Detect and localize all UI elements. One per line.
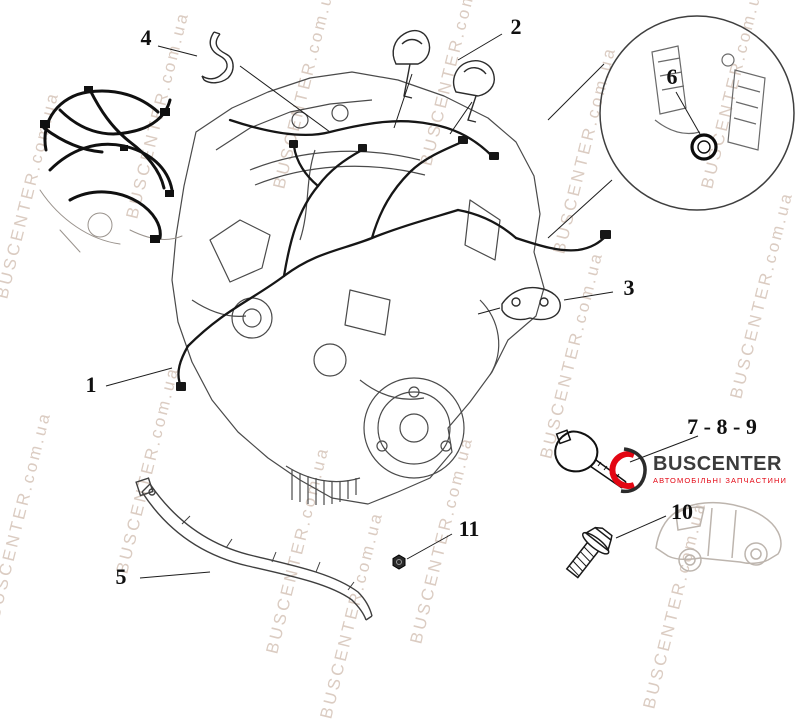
bracket-part-3 (501, 286, 561, 321)
van-sketch (655, 501, 782, 572)
callout-10: 10 (671, 499, 693, 524)
bolt-part (565, 526, 613, 579)
callout-5: 5 (115, 564, 127, 589)
parts-diagram-illustration (39, 15, 795, 621)
bracket-part-4 (201, 31, 234, 84)
buscenter-logo-mark (609, 447, 647, 494)
bottom-bracket-part-5 (135, 477, 373, 621)
connector-parts-2 (392, 29, 495, 123)
callout-6: 6 (666, 64, 678, 89)
logo-brand-text: BUSCENTER (653, 453, 782, 475)
nut-part (392, 554, 406, 570)
callout-3: 3 (623, 275, 635, 300)
harness-connectors (176, 136, 611, 391)
magnifier-detail-circle (599, 15, 795, 211)
buscenter-logo: BUSCENTER АВТОМОБІЛЬНІ ЗАПЧАСТИНИ (604, 445, 787, 495)
engine-illustration (171, 71, 545, 505)
wiring-harness-overlay (176, 118, 611, 391)
callout-7-8-9: 7 - 8 - 9 (687, 414, 757, 439)
leader-lines (105, 33, 701, 579)
logo-tagline: АВТОМОБІЛЬНІ ЗАПЧАСТИНИ (653, 476, 788, 485)
logo-text-block: BUSCENTER АВТОМОБІЛЬНІ ЗАПЧАСТИНИ (653, 445, 787, 485)
harness-detail-blob (39, 86, 183, 253)
callout-11: 11 (458, 516, 480, 541)
callout-1: 1 (85, 372, 97, 397)
o-ring-part-6 (690, 133, 718, 161)
callout-2: 2 (510, 14, 522, 39)
callout-4: 4 (140, 25, 152, 50)
